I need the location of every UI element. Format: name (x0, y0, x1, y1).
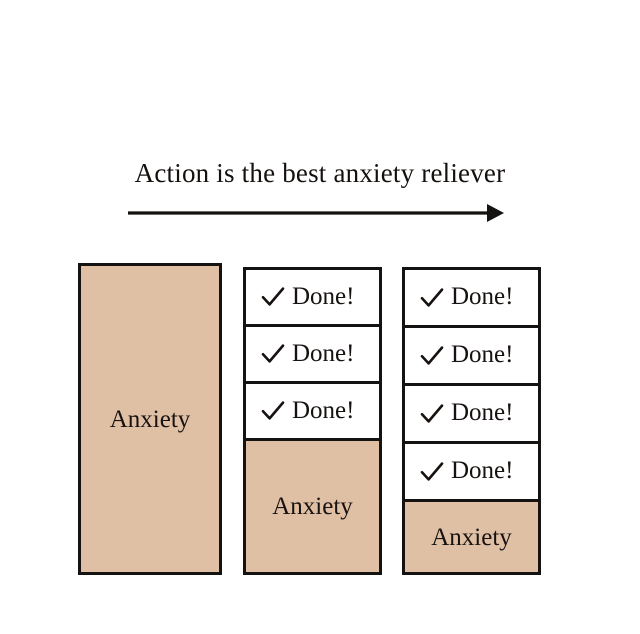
anxiety-label: Anxiety (431, 523, 512, 551)
stage-column-2: Done! Done! Done! Anxiety (243, 267, 382, 575)
anxiety-label: Anxiety (272, 493, 353, 520)
done-label: Done! (451, 283, 514, 310)
done-cell: Done! (243, 324, 382, 384)
anxiety-label: Anxiety (109, 405, 191, 433)
done-label: Done! (292, 339, 355, 367)
check-mark-icon (419, 285, 445, 311)
done-cell: Done! (402, 441, 541, 502)
done-label: Done! (451, 457, 514, 484)
done-cell: Done! (402, 383, 541, 444)
done-label: Done! (292, 282, 355, 310)
check-mark-icon (419, 401, 445, 427)
anxiety-cell: Anxiety (402, 499, 541, 575)
stage-column-1: Anxiety (78, 263, 222, 575)
check-mark-icon (419, 343, 445, 369)
stage-column-3: Done! Done! Done! Done! Anxiety (402, 267, 541, 575)
done-label: Done! (451, 341, 514, 368)
check-mark-icon (260, 284, 286, 310)
anxiety-cell: Anxiety (243, 438, 382, 575)
done-label: Done! (292, 396, 355, 424)
done-cell: Done! (243, 381, 382, 441)
rightward-arrow (126, 198, 506, 228)
check-mark-icon (260, 398, 286, 424)
done-cell: Done! (402, 267, 541, 328)
done-label: Done! (451, 399, 514, 426)
done-cell: Done! (243, 267, 382, 327)
done-cell: Done! (402, 325, 541, 386)
check-mark-icon (260, 341, 286, 367)
page-title: Action is the best anxiety reliever (134, 158, 506, 188)
anxiety-cell: Anxiety (78, 263, 222, 575)
check-mark-icon (419, 459, 445, 485)
